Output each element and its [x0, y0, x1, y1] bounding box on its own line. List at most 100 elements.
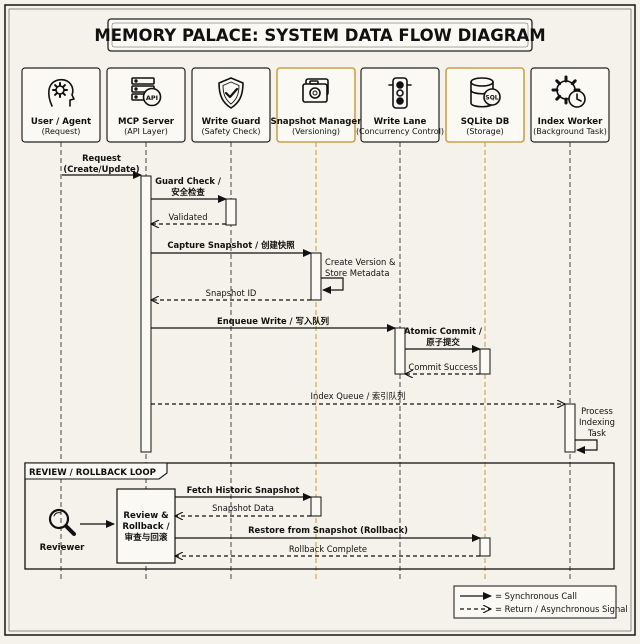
lens-glare	[53, 512, 62, 517]
participant-user: User / Agent(Request)	[21, 67, 101, 143]
gear-tooth	[570, 79, 577, 86]
activation-bar-db	[479, 348, 491, 375]
activation-bar-mcp	[140, 175, 152, 453]
loop-message-snapshot-data: Snapshot Data	[175, 503, 311, 516]
participant-role: (Versioning)	[292, 127, 340, 136]
database-icon: SQL	[470, 77, 501, 108]
camera-top	[309, 80, 319, 85]
message-label: Index Queue / 索引队列	[311, 391, 406, 401]
reviewer-name: Reviewer	[40, 543, 86, 553]
message-label: 原子提交	[426, 337, 460, 347]
message-request: Request(Create/Update)	[62, 153, 142, 179]
inner-frame	[8, 8, 632, 632]
message-enqueue-write: Enqueue Write / 写入队列	[151, 316, 396, 332]
activation-bar-snap	[310, 496, 322, 517]
participant-name: Write Guard	[202, 117, 261, 127]
participant-box	[360, 67, 440, 143]
participant-name: SQLite DB	[461, 117, 510, 127]
message-label: Capture Snapshot / 创建快照	[167, 240, 295, 250]
participant-box	[191, 67, 271, 143]
server-led	[134, 79, 138, 83]
gear-tooth	[54, 92, 58, 96]
message-guard-check: Guard Check /安全检查	[151, 176, 227, 203]
participant-name: Snapshot Manager	[271, 117, 363, 127]
participant-name: Index Worker	[538, 117, 603, 127]
api-badge	[142, 87, 162, 107]
camera-lens-inner	[312, 90, 318, 96]
participant-worker: Index Worker(Background Task)	[530, 67, 610, 143]
activation-bar-worker	[564, 403, 576, 453]
loop-label-tab	[24, 462, 168, 480]
gear-tooth	[555, 94, 562, 101]
participant-role: (Request)	[42, 127, 81, 136]
legend-box	[453, 585, 617, 619]
message-label: Store Metadata	[325, 268, 389, 278]
legend-async-label: = Return / Asynchronous Signal	[495, 604, 628, 614]
shield-inner	[222, 81, 240, 105]
camera-stack-icon	[302, 78, 329, 103]
server-led	[134, 95, 138, 99]
loop-message-rollback-complete: Rollback Complete	[175, 544, 480, 556]
participant-role: (Storage)	[466, 127, 504, 136]
check-mark	[224, 87, 239, 99]
message-label: Snapshot ID	[206, 288, 257, 298]
sql-badge	[483, 88, 501, 106]
loop-label: REVIEW / ROLLBACK LOOP	[29, 468, 156, 478]
loop-message-restore: Restore from Snapshot (Rollback)	[175, 525, 481, 542]
light-green	[396, 97, 404, 105]
message-label: Guard Check /	[155, 176, 222, 186]
review-box-label: Rollback /	[122, 522, 170, 532]
api-badge-text: API	[146, 94, 158, 102]
light-housing	[392, 77, 408, 109]
participant-box	[445, 67, 525, 143]
magnifier-icon	[48, 508, 76, 536]
message-capture-snapshot: Capture Snapshot / 创建快照	[151, 240, 312, 257]
server-led	[134, 87, 138, 91]
review-box-label: Review &	[123, 511, 169, 521]
participant-snap: Snapshot Manager(Versioning)	[271, 67, 363, 143]
gear-tooth	[62, 92, 66, 96]
self-call-arrow	[575, 439, 598, 454]
message-label: Atomic Commit /	[404, 326, 483, 336]
message-create-version: Create Version &Store Metadata	[321, 257, 396, 294]
participant-box	[276, 67, 356, 143]
gear-tooth	[555, 79, 562, 86]
message-label: Task	[587, 428, 606, 438]
message-label: Process	[581, 406, 613, 416]
message-label: Enqueue Write / 写入队列	[217, 316, 329, 326]
participant-db: SQL SQLite DB(Storage)	[445, 67, 525, 143]
participant-role: (API Layer)	[124, 127, 168, 136]
gear-tooth	[62, 84, 66, 88]
participant-name: Write Lane	[374, 117, 427, 127]
message-label: Validated	[168, 212, 207, 222]
shield-outline	[218, 77, 244, 109]
gear-clock-icon	[551, 75, 586, 108]
lens-ring	[48, 508, 70, 530]
page-title: MEMORY PALACE: SYSTEM DATA FLOW DIAGRAM	[94, 26, 545, 45]
participant-guard: Write Guard(Safety Check)	[191, 67, 271, 143]
camera-body	[302, 83, 328, 103]
traffic-light-icon	[388, 77, 412, 109]
gear-tooth	[54, 84, 58, 88]
message-label: Create Version &	[325, 257, 396, 267]
message-label: (Create/Update)	[63, 164, 139, 174]
sql-badge-text: SQL	[485, 95, 498, 102]
user-gear-icon	[48, 78, 75, 107]
participant-box	[106, 67, 186, 143]
server-api-icon: API	[131, 77, 162, 107]
review-box-label: 审查与回滚	[125, 531, 168, 543]
activation-bar-snap	[310, 252, 322, 301]
legend-sync-label: = Synchronous Call	[495, 591, 577, 601]
message-label: Request	[82, 153, 121, 163]
message-label: 安全检查	[171, 187, 205, 197]
outer-frame	[4, 4, 636, 636]
activation-bar-lane	[394, 327, 406, 375]
message-atomic-commit: Atomic Commit /原子提交	[404, 326, 483, 353]
loop-frame	[24, 462, 615, 570]
head-outline	[48, 78, 75, 107]
message-commit-success: Commit Success	[405, 362, 480, 374]
